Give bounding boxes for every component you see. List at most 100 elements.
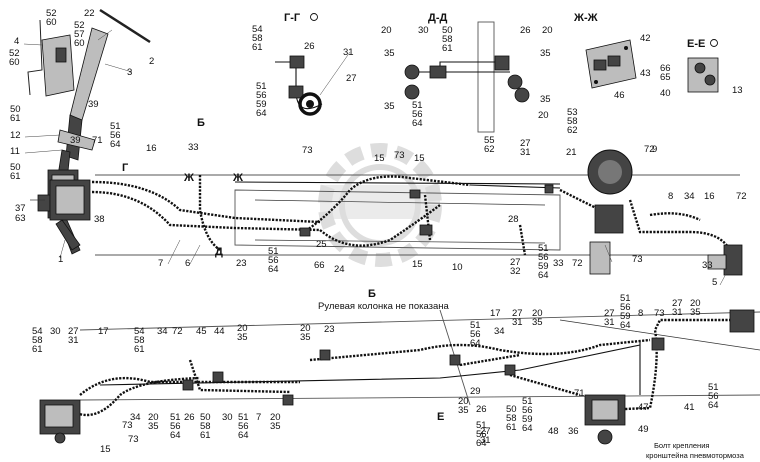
section-rotation-mark-0 [310,13,318,21]
callout-number-c153: 50 [200,412,211,423]
callout-number-c54: 43 [640,68,651,79]
callout-number-c20: 56 [110,130,121,141]
callout-number-c180: 36 [568,426,579,437]
callout-number-c40: 50 [442,25,453,36]
callout-number-c84: 24 [334,264,345,275]
callout-number-c89: 32 [510,266,521,277]
callout-number-c157: 7 [256,412,261,423]
callout-number-c182: 49 [638,424,649,435]
callout-number-c137: 8 [638,308,643,319]
callout-number-c70: 53 [567,107,578,118]
callout-number-c121: 23 [324,324,335,335]
callout-number-c92: 59 [538,261,549,272]
callout-number-c72: 62 [567,125,578,136]
callout-number-c8: 2 [149,56,154,67]
callout-number-c186: 56 [708,391,719,402]
callout-number-c167: 51 [476,420,487,431]
callout-number-c67: 62 [484,144,495,155]
callout-number-c111: 58 [134,335,145,346]
view-marker-4: Ж [232,172,243,184]
callout-number-c136: 64 [620,320,631,331]
callout-number-c163: 29 [470,386,481,397]
callout-number-c76: 7 [158,258,163,269]
callout-number-c140: 31 [672,307,683,318]
view-marker-0: Б [197,117,205,129]
callout-number-c82: 25 [316,239,327,250]
callout-number-c62: 73 [302,145,313,156]
callout-number-c56: 66 [660,63,671,74]
callout-number-c24: 37 [15,203,26,214]
callout-number-c152: 26 [184,412,195,423]
callout-number-c105: 61 [32,344,43,355]
callout-number-c38: 20 [381,25,392,36]
callout-number-c125: 64 [470,338,481,349]
callout-number-c160: 64 [238,430,249,441]
callout-number-c86: 10 [452,262,463,273]
callout-number-c81: 64 [268,264,279,275]
callout-number-c97: 8 [668,191,673,202]
callout-number-c116: 44 [214,326,225,337]
view-marker-2: Г [122,162,129,174]
callout-number-c114: 72 [172,326,183,337]
callout-number-c83: 66 [314,260,325,271]
callout-number-c151: 64 [170,430,181,441]
callout-number-c138: 73 [654,308,665,319]
callout-number-c117: 20 [237,323,248,334]
callout-number-c147: 20 [148,412,159,423]
view-marker-6: Е [437,411,444,423]
callout-number-c177: 27 [480,426,491,437]
callout-number-c80: 56 [268,255,279,266]
callout-number-c154: 58 [200,421,211,432]
callout-number-c16: 11 [10,146,20,157]
callout-number-c46: 35 [540,48,551,59]
callout-number-c30: 61 [252,42,263,53]
callout-number-c112: 61 [134,344,145,355]
callout-number-c59: 13 [732,85,743,96]
callout-number-c93: 64 [538,270,549,281]
callout-number-c14: 39 [88,99,99,110]
callout-number-c48: 51 [412,100,423,111]
callout-number-c9: 52 [9,48,20,59]
callout-number-c87: 28 [508,214,519,225]
callout-number-c134: 56 [620,302,631,313]
callout-number-c170: 50 [506,404,517,415]
callout-number-c21: 64 [110,139,121,150]
section-zh-zh-detail [585,39,637,89]
callout-number-c164: 26 [476,404,487,415]
callout-number-c47: 35 [384,101,395,112]
callout-number-c110: 54 [134,326,145,337]
callout-number-c150: 56 [170,421,181,432]
callout-number-c45: 35 [384,48,395,59]
caption-bracket-bolt-line1: Болт крепления [654,441,709,450]
callout-number-c25: 63 [15,213,26,224]
callout-number-c28: 54 [252,24,263,35]
callout-number-c173: 51 [522,396,533,407]
callout-number-c123: 51 [470,320,481,331]
callout-number-c162: 35 [270,421,281,432]
callout-number-c55: 46 [614,90,625,101]
callout-number-c133: 51 [620,293,631,304]
caption-bracket-bolt-line2: кронштейна пневмотормоза [646,451,745,460]
callout-number-c31: 26 [304,41,315,52]
view-marker-3: Ж [183,172,194,184]
callout-number-c187: 64 [708,400,719,411]
callout-number-c90: 51 [538,243,549,254]
section-title-0: Г-Г [284,12,301,24]
callout-number-c52: 20 [538,110,549,121]
callout-number-c155: 61 [200,430,211,441]
section-d-d-detail [404,21,530,133]
callout-number-c99: 16 [704,191,715,202]
callout-number-c101: 33 [702,260,713,271]
callout-number-c15: 12 [10,130,21,141]
callout-number-c50: 64 [412,118,423,129]
callout-number-c108: 31 [68,335,79,346]
callout-number-c132: 31 [604,317,615,328]
callout-number-c103: 54 [32,326,43,337]
callout-number-c7: 60 [74,38,85,49]
callout-number-c61: 16 [146,143,157,154]
callout-number-c49: 56 [412,109,423,120]
callout-number-c102: 5 [712,277,717,288]
middle-view-chassis [49,149,743,276]
callout-number-c156: 30 [222,412,233,423]
